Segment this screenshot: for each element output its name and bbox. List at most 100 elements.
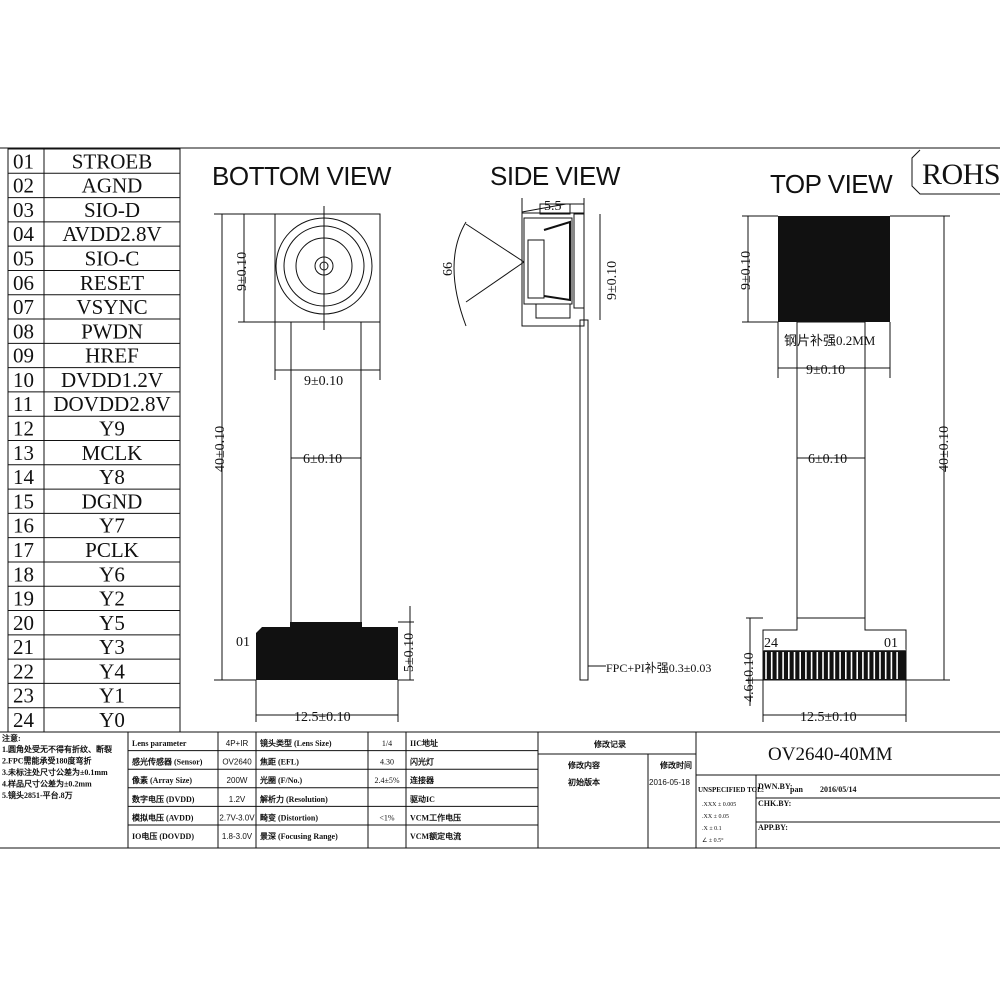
pin-number: 24 [13, 708, 35, 732]
pin-name: Y6 [99, 562, 125, 586]
drawn-label: DWN.BY: [758, 782, 793, 791]
spec-value: 1.2V [229, 795, 246, 804]
tolerance-row: ∠ ± 0.5° [702, 837, 724, 844]
pin-name: Y5 [99, 611, 125, 635]
dim-side-height: 9±0.10 [605, 261, 620, 300]
dim-field-angle: 66 [441, 262, 456, 276]
tolerance-label: UNSPECIFIED TOL: [698, 786, 764, 794]
note-line: 2.FPC需能承受180度弯折 [2, 756, 92, 766]
pin-number: 02 [13, 174, 34, 198]
pin-number: 05 [13, 246, 34, 270]
dim-top-connector-width: 12.5±0.10 [800, 710, 857, 725]
pin-name: RESET [80, 271, 144, 295]
tolerance-row: .XX ± 0.05 [702, 814, 729, 820]
drawn-by: pan [790, 785, 803, 794]
pin-number: 20 [13, 611, 34, 635]
pin-name: DGND [82, 489, 143, 513]
bottom-connector-block [256, 622, 398, 680]
pin-number: 12 [13, 417, 34, 441]
tolerance-list: .XXX ± 0.005.XX ± 0.05.X ± 0.1∠ ± 0.5° [702, 802, 736, 844]
spec-label-3: 闪光灯 [410, 757, 434, 767]
spec-label-3: 驱动IC [410, 794, 435, 804]
pin-number: 15 [13, 489, 34, 513]
spec-label: 像素 (Array Size) [131, 775, 192, 785]
pin-number: 23 [13, 684, 34, 708]
spec-label-2: 景深 (Focusing Range) [260, 831, 338, 841]
spec-label-3: 连接器 [410, 775, 435, 785]
dim-top-height: 9±0.10 [739, 251, 754, 290]
dim-top-total: 40±0.10 [937, 426, 952, 472]
top-stiffener-note: 钢片补强0.2MM [784, 333, 876, 348]
pin-number: 03 [13, 198, 34, 222]
pin-name: SIO-C [85, 246, 140, 270]
pin-name: HREF [85, 344, 139, 368]
spec-label: Lens parameter [132, 739, 187, 748]
spec-label-2: 解析力 (Resolution) [260, 794, 328, 804]
pin-number: 11 [13, 392, 33, 416]
pin-number: 14 [13, 465, 35, 489]
pin-name: PCLK [85, 538, 139, 562]
pin-name: Y7 [99, 514, 125, 538]
notes-title: 注意: [2, 733, 21, 743]
notes-list: 1.圆角处受无不得有折纹、断裂 2.FPC需能承受180度弯折3.未标注处尺寸公差… [2, 744, 112, 800]
spec-label-2: 畸变 (Distortion) [260, 812, 318, 822]
pin-name: Y0 [99, 708, 125, 732]
top-view-title: TOP VIEW [770, 169, 893, 199]
rohs-box [911, 149, 1000, 195]
spec-label-2: 焦距 (EFL) [259, 757, 299, 767]
spec-label: IO电压 (DOVDD) [132, 831, 194, 841]
pin-name: Y2 [99, 587, 125, 611]
note-line: 3.未标注处尺寸公差为±0.1mm [2, 767, 108, 777]
spec-label-3: VCM工作电压 [410, 812, 461, 822]
top-view: 24 01 钢片补强0.2MM 9±0.10 40±0.10 9±0.10 6±… [739, 215, 952, 725]
spec-value: 2.7V-3.0V [219, 813, 255, 822]
pin-number: 04 [13, 222, 35, 246]
spec-value-2: 4.30 [380, 758, 394, 767]
pin-number: 13 [13, 441, 34, 465]
pin-name: DVDD1.2V [61, 368, 163, 392]
pin-name: AVDD2.8V [62, 222, 161, 246]
bottom-view-title: BOTTOM VIEW [212, 161, 392, 191]
spec-label-3: IIC地址 [410, 738, 438, 748]
pin-number: 07 [13, 295, 34, 319]
pin-number: 08 [13, 319, 34, 343]
pin-name: MCLK [82, 441, 143, 465]
spec-value: OV2640 [222, 758, 252, 767]
bottom-pin1-label: 01 [236, 635, 250, 650]
spec-label-2: 光圈 (F/No.) [259, 775, 303, 785]
check-label: CHK.BY: [758, 799, 791, 808]
pin-name: Y3 [99, 635, 125, 659]
revision-col-content: 修改内容 [567, 760, 600, 770]
pin-number: 19 [13, 587, 34, 611]
dim-connector-width: 12.5±0.10 [294, 710, 351, 725]
rohs-label: ROHS [922, 158, 1000, 191]
pin-name: PWDN [81, 319, 143, 343]
dim-fpc-thickness: FPC+PI补强0.3±0.03 [606, 661, 711, 675]
pin-name: STROEB [72, 149, 153, 173]
side-view: 66 5.5 9±0.10 FPC+PI补强0.3±0.03 [441, 198, 711, 681]
tolerance-row: .XXX ± 0.005 [702, 802, 736, 808]
side-view-title: SIDE VIEW [490, 161, 621, 191]
dim-top-connector-height: 4.6±0.10 [742, 652, 757, 702]
spec-label: 感光传感器 (Sensor) [132, 757, 203, 767]
note-line: 1.圆角处受无不得有折纹、断裂 [2, 744, 112, 754]
pin-number: 17 [13, 538, 34, 562]
pin-name: Y4 [99, 659, 125, 683]
dim-lens-height: 9±0.10 [235, 252, 250, 291]
pin-name: AGND [82, 174, 143, 198]
spec-value-2: 2.4±5% [374, 776, 399, 785]
note-line: 4.样品尺寸公差为±0.2mm [2, 779, 92, 789]
dim-top-width: 9±0.10 [806, 363, 845, 378]
pin-number: 21 [13, 635, 34, 659]
bottom-view: 9±0.10 40±0.10 9±0.10 6±0.10 5±0.10 12.5… [213, 206, 417, 725]
pin-number: 18 [13, 562, 34, 586]
pin-number: 09 [13, 344, 34, 368]
top-contacts [765, 652, 898, 679]
pin-name: Y9 [99, 417, 125, 441]
spec-value-2: 1/4 [382, 739, 392, 748]
approve-label: APP.BY: [758, 823, 788, 832]
drawn-date: 2016/05/14 [820, 785, 856, 794]
pin-number: 16 [13, 514, 34, 538]
part-number: OV2640-40MM [768, 744, 893, 765]
